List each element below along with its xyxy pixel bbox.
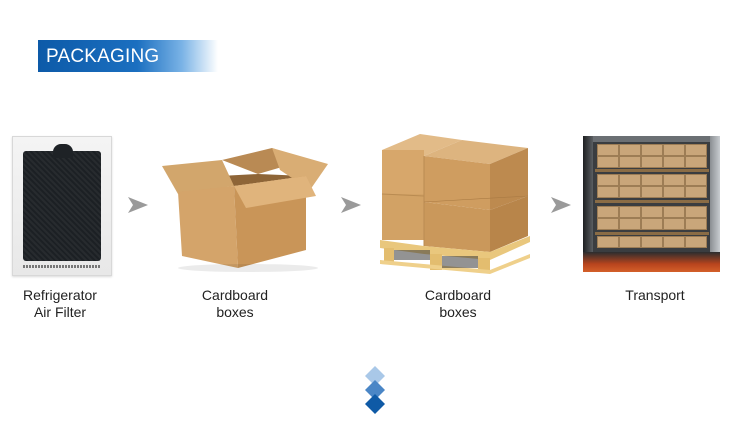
cargo-box [619, 236, 641, 248]
cargo-box [663, 236, 685, 248]
cargo-box [663, 218, 685, 230]
palletized-boxes-image [380, 134, 530, 274]
caption-transport: Transport [600, 287, 710, 304]
cargo-box [641, 218, 663, 230]
cargo-box [641, 186, 663, 198]
cargo-box [597, 206, 619, 218]
cargo-strap [595, 200, 709, 203]
refrigerator-air-filter-image [12, 136, 112, 276]
cargo-box [597, 186, 619, 198]
arrow-right-icon [551, 197, 571, 213]
cargo-box [641, 156, 663, 168]
cargo-box [597, 156, 619, 168]
caption-cardboard-boxes: Cardboard boxes [175, 287, 295, 321]
cargo-strap [595, 232, 709, 235]
cargo-box [619, 206, 641, 218]
cardboard-box-image [162, 148, 328, 272]
caption-palletized-boxes: Cardboard boxes [398, 287, 518, 321]
cargo-box [619, 174, 641, 186]
cargo-box [597, 174, 619, 186]
cargo-box [619, 218, 641, 230]
cargo-box [641, 144, 663, 156]
cargo-box [641, 206, 663, 218]
truck-floor [583, 252, 720, 272]
section-banner: PACKAGING [38, 40, 218, 72]
arrow-right-icon [128, 197, 148, 213]
caption-line: Cardboard [201, 287, 269, 303]
cargo-box [685, 144, 707, 156]
truck-wall-right [710, 136, 720, 272]
filter-media [23, 151, 101, 261]
caption-line: Refrigerator [23, 287, 97, 303]
cargo-box [619, 186, 641, 198]
caption-line: Cardboard [424, 287, 492, 303]
cargo-box [685, 186, 707, 198]
cargo-box [663, 144, 685, 156]
cargo-box [641, 236, 663, 248]
caption-refrigerator-air-filter: Refrigerator Air Filter [5, 287, 115, 321]
section-title: PACKAGING [46, 46, 160, 67]
filter-label-strip [23, 265, 101, 268]
arrow-right-icon [341, 197, 361, 213]
cargo-box [597, 236, 619, 248]
caption-line: Transport [625, 287, 685, 303]
cargo-box [641, 174, 663, 186]
cargo-strap [595, 169, 709, 172]
cargo-box [685, 206, 707, 218]
stacked-diamonds-icon [365, 366, 385, 414]
cargo-box [685, 236, 707, 248]
cargo-box [663, 156, 685, 168]
caption-line: boxes [439, 304, 477, 320]
cargo-box [619, 144, 641, 156]
cargo-box [685, 156, 707, 168]
caption-line: boxes [216, 304, 254, 320]
caption-line: Air Filter [33, 304, 87, 320]
cargo-box [597, 144, 619, 156]
cargo-box [619, 156, 641, 168]
transport-truck-image [583, 136, 720, 272]
cargo-box [597, 218, 619, 230]
cargo-box [663, 174, 685, 186]
cargo-box [663, 186, 685, 198]
cargo-box [685, 174, 707, 186]
truck-roof [583, 136, 720, 142]
filter-tab [53, 144, 73, 158]
truck-wall-left [583, 136, 593, 272]
cargo-box [663, 206, 685, 218]
cargo-box [685, 218, 707, 230]
